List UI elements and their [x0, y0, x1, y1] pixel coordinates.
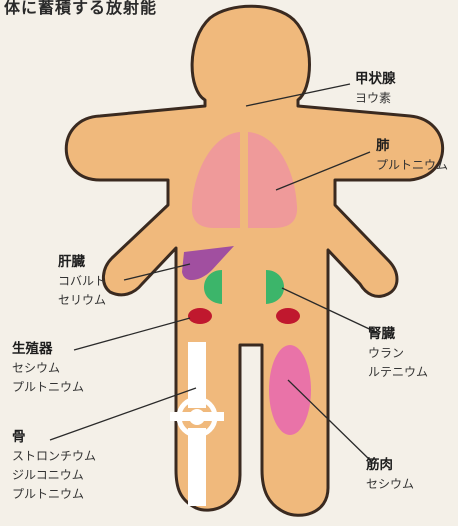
label-liver-name: 肝臓 — [58, 253, 106, 272]
muscle — [269, 345, 311, 435]
label-gonad-name: 生殖器 — [12, 340, 84, 359]
label-bone: 骨 ストロンチウム ジルコニウム プルトニウム — [12, 428, 96, 504]
label-muscle: 筋肉 セシウム — [366, 456, 414, 494]
label-bone-item: ストロンチウム — [12, 447, 96, 466]
label-liver-item: コバルト — [58, 272, 106, 291]
label-liver-item: セリウム — [58, 291, 106, 310]
label-thyroid-name: 甲状腺 — [355, 70, 396, 89]
label-bone-name: 骨 — [12, 428, 96, 447]
label-gonad-item: セシウム — [12, 359, 84, 378]
label-kidney-item: ウラン — [368, 344, 428, 363]
label-bone-item: ジルコニウム — [12, 466, 96, 485]
gonad-left — [188, 308, 212, 324]
label-lung: 肺 プルトニウム — [376, 137, 448, 175]
label-gonad: 生殖器 セシウム プルトニウム — [12, 340, 84, 397]
gonad-right — [276, 308, 300, 324]
label-thyroid-item: ヨウ素 — [355, 89, 396, 108]
label-muscle-name: 筋肉 — [366, 456, 414, 475]
label-kidney-item: ルテニウム — [368, 363, 428, 382]
label-lung-item: プルトニウム — [376, 156, 448, 175]
label-muscle-item: セシウム — [366, 475, 414, 494]
label-liver: 肝臓 コバルト セリウム — [58, 253, 106, 310]
label-lung-name: 肺 — [376, 137, 448, 156]
label-kidney-name: 腎臓 — [368, 325, 428, 344]
label-gonad-item: プルトニウム — [12, 378, 84, 397]
label-thyroid: 甲状腺 ヨウ素 — [355, 70, 396, 108]
label-bone-item: プルトニウム — [12, 485, 96, 504]
label-kidney: 腎臓 ウラン ルテニウム — [368, 325, 428, 382]
